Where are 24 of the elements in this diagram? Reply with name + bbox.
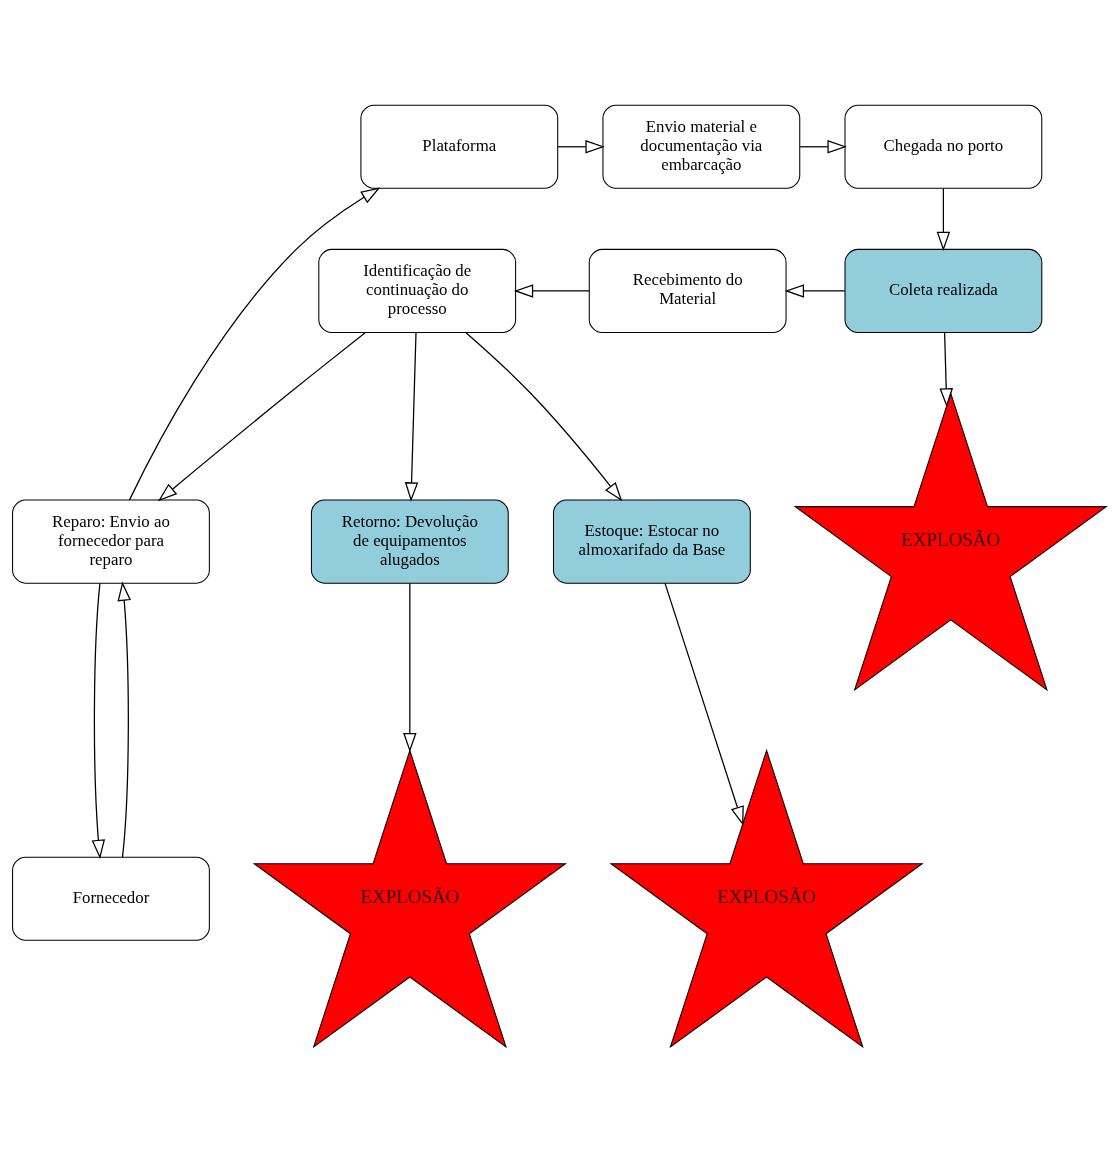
arrow [157,331,366,501]
arrow [664,582,744,826]
node-box: Reparo: Envio ao fornecedor para reparo [12,499,210,584]
arrow [128,186,381,500]
arrow [465,331,623,501]
arrow [91,582,106,859]
node-box: Chegada no porto [844,104,1043,189]
arrow [404,331,419,502]
node-box: Retorno: Devolução de equipamentos alugados [310,499,509,584]
arrow [557,139,605,154]
arrow [936,187,951,251]
node-box: Identificação de continuação do processo [318,248,517,333]
arrow [784,283,846,298]
node-box: Recebimento do Material [588,248,787,333]
arrow [939,331,954,408]
node-box: Fornecedor [12,856,210,941]
arrow [513,283,590,298]
node-box: Envio material e documentação via embarcação [602,104,801,189]
arrow [117,581,131,858]
node-box: Estoque: Estocar no almoxarifado da Base [552,499,751,584]
node-box: Plataforma [360,104,559,189]
arrow [799,139,847,154]
node-box: Coleta realizada [844,248,1043,333]
arrow [403,582,417,752]
